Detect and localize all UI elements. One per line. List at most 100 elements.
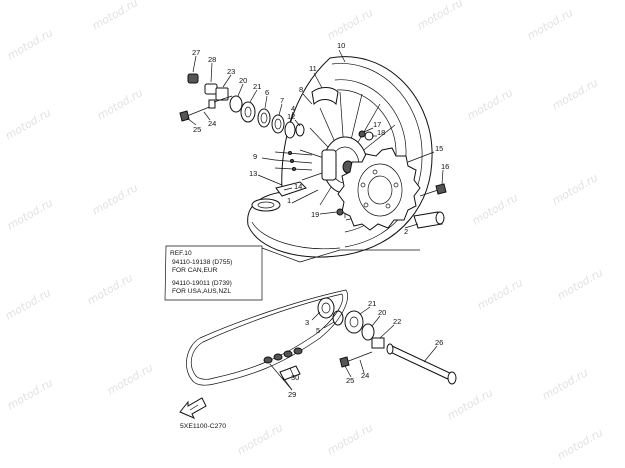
forward-arrow-icon (179, 397, 207, 419)
part-label: 11 (309, 64, 317, 73)
part-label: 14 (294, 182, 302, 191)
reference-note-box: REF.10 94110-19138 (D755) FOR CAN,EUR 94… (164, 245, 420, 301)
spoke-bolts (274, 151, 313, 171)
part-label: 21 (253, 82, 261, 91)
part-label: 25 (193, 125, 201, 134)
watermark: motod.ru (550, 76, 600, 113)
nut-27 (187, 73, 199, 84)
part-label: 4 (291, 104, 295, 113)
sprocket (337, 147, 421, 231)
part-label: 24 (208, 119, 216, 128)
ref-label: REF.10 (170, 250, 192, 257)
ref-line-1: 94110-19138 (D755) (172, 259, 232, 266)
watermark: motod.ru (90, 181, 140, 218)
seal-21b (344, 310, 364, 334)
watermark: motod.ru (525, 6, 575, 43)
part-number-labels: 10 11 8 12 17 18 15 16 13 14 9 1 19 2 27… (192, 41, 449, 399)
left-hub-parts (179, 73, 305, 139)
spacer-5 (332, 310, 344, 326)
collar-20 (229, 95, 243, 113)
watermark: motod.ru (5, 26, 55, 63)
part-label: 17 (373, 120, 381, 129)
axle-parts (317, 297, 457, 385)
master-link (263, 347, 303, 381)
part-label: 2 (404, 227, 408, 236)
bolt-head-25b (339, 356, 350, 368)
bearing-6 (257, 108, 271, 128)
part-label: 7 (280, 96, 284, 105)
part-label: 23 (227, 67, 235, 76)
watermark: motod.ru (415, 0, 465, 33)
spacer-4 (284, 121, 296, 139)
bearing-7 (271, 114, 285, 134)
part-label: 9 (253, 152, 257, 161)
part-label: 3 (305, 318, 309, 327)
adjuster-22 (371, 337, 385, 349)
part-label: 1 (287, 196, 291, 205)
washer (364, 131, 374, 141)
part-label: 27 (192, 48, 200, 57)
part-label: 18 (377, 128, 385, 137)
diagram-code: 5XE1100-C270 (180, 423, 226, 430)
seal-21 (240, 101, 256, 123)
watermark: motod.ru (5, 376, 55, 413)
part-label: 5 (316, 326, 320, 335)
part-label: 12 (287, 112, 295, 121)
wheel-assembly (247, 56, 447, 258)
part-label: 22 (393, 317, 401, 326)
watermark: motod.ru (445, 386, 495, 423)
rim-band (311, 87, 339, 106)
watermark: motod.ru (555, 426, 605, 463)
ref-line-3: 94110-19011 (D739) (172, 280, 232, 287)
bolt-24 (186, 105, 213, 117)
part-label: 16 (441, 162, 449, 171)
part-label: 8 (299, 85, 303, 94)
watermark: motod.ru (105, 361, 155, 398)
tire-inner-edge (331, 63, 423, 248)
caliper-bracket (275, 181, 307, 197)
watermark: motod.ru (470, 191, 520, 228)
part-label: 13 (249, 169, 257, 178)
axle-26 (389, 345, 453, 381)
brake-disc-guard (251, 198, 281, 212)
part-label: 29 (288, 390, 296, 399)
part-label: 19 (311, 210, 319, 219)
watermark: motod.ru (325, 421, 375, 458)
watermark: motod.ru (235, 421, 285, 458)
part-label: 24 (361, 371, 369, 380)
watermark: motod.ru (550, 171, 600, 208)
collar-20b (361, 323, 375, 341)
part-12 (295, 123, 305, 137)
tire-lower-edge (251, 221, 341, 250)
collar (413, 211, 443, 229)
leader-lines (186, 49, 444, 391)
watermark: motod.ru (465, 86, 515, 123)
watermark: motod.ru (3, 106, 53, 143)
sprocket-bolt (419, 183, 447, 197)
hub-body (321, 149, 337, 181)
ref-line-2: FOR CAN,EUR (172, 267, 218, 274)
watermark: motod.ru (95, 86, 145, 123)
part-label: 10 (337, 41, 345, 50)
watermark: motod.ru (475, 276, 525, 313)
watermark: motod.ru (325, 6, 375, 43)
bolt-24b (345, 351, 373, 363)
watermark: motod.ru (85, 271, 135, 308)
bearing-3 (317, 297, 335, 319)
part-label: 30 (291, 373, 299, 382)
bolt-head-25 (179, 110, 190, 122)
part-label: 6 (265, 88, 269, 97)
ref-line-4: FOR USA,AUS,NZL (172, 288, 231, 295)
watermark: motod.ru (540, 366, 590, 403)
part-label: 15 (435, 144, 443, 153)
part-label: 25 (346, 376, 354, 385)
part-label: 28 (208, 55, 216, 64)
watermark: motod.ru (90, 0, 140, 33)
watermark: motod.ru (3, 286, 53, 323)
part-label: 26 (435, 338, 443, 347)
part-label: 21 (368, 299, 376, 308)
watermark: motod.ru (555, 266, 605, 303)
adjuster-23 (215, 87, 229, 101)
